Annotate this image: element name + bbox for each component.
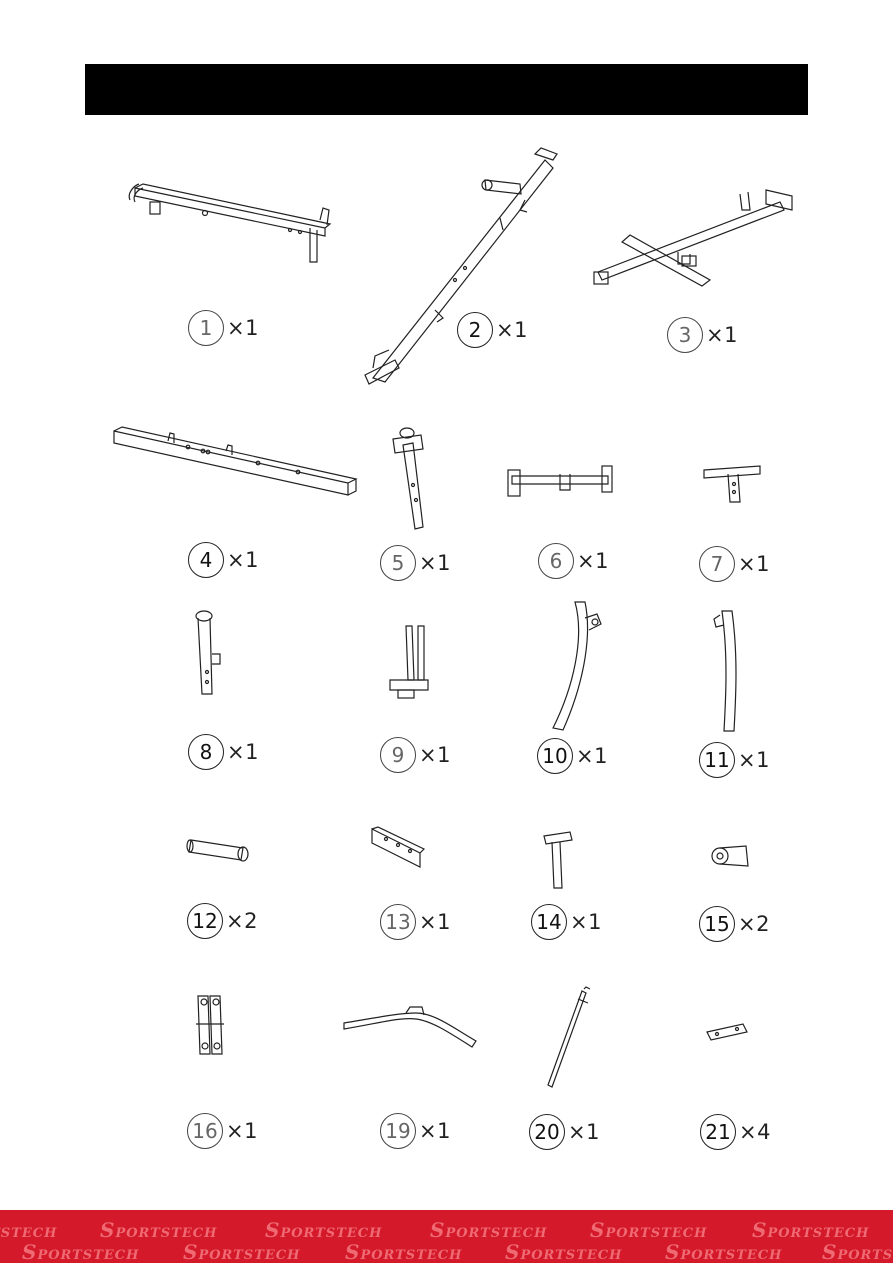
footer-brand-mark: SPORTSTECH	[665, 1240, 783, 1263]
part-number-7: 7	[699, 546, 735, 582]
part-label-11: 11 ×1	[699, 742, 770, 778]
footer-brand-mark: SPORTSTECH	[22, 1240, 140, 1263]
part-qty-4: ×1	[227, 548, 259, 572]
part-qty-21: ×4	[739, 1120, 771, 1144]
part-number-19: 19	[380, 1113, 416, 1149]
part-number-4: 4	[188, 542, 224, 578]
part-number-9: 9	[380, 737, 416, 773]
part-qty-12: ×2	[226, 909, 258, 933]
part-5-drawing	[385, 425, 440, 535]
part-number-12: 12	[187, 903, 223, 939]
part-label-6: 6 ×1	[538, 543, 609, 579]
part-16-drawing	[192, 990, 232, 1060]
part-qty-2: ×1	[496, 318, 528, 342]
part-10-drawing	[545, 598, 610, 733]
part-number-5: 5	[380, 545, 416, 581]
part-label-2: 2 ×1	[457, 312, 528, 348]
part-14-drawing	[540, 828, 580, 893]
part-qty-7: ×1	[738, 552, 770, 576]
part-9-drawing	[380, 620, 440, 700]
part-label-5: 5 ×1	[380, 545, 451, 581]
part-qty-14: ×1	[570, 910, 602, 934]
part-label-19: 19 ×1	[380, 1113, 451, 1149]
part-label-12: 12 ×2	[187, 903, 258, 939]
part-number-10: 10	[537, 738, 573, 774]
part-number-3: 3	[667, 317, 703, 353]
part-number-20: 20	[529, 1114, 565, 1150]
part-qty-8: ×1	[227, 740, 259, 764]
footer-brand-mark: SPORTSTECH	[752, 1218, 870, 1242]
part-4-drawing	[108, 425, 358, 500]
part-19-drawing	[340, 1005, 480, 1055]
part-qty-15: ×2	[738, 912, 770, 936]
part-qty-6: ×1	[577, 549, 609, 573]
part-2-drawing	[355, 147, 565, 390]
part-1-drawing	[125, 180, 340, 270]
part-label-9: 9 ×1	[380, 737, 451, 773]
part-number-2: 2	[457, 312, 493, 348]
part-6-drawing	[500, 462, 618, 502]
part-qty-16: ×1	[226, 1119, 258, 1143]
part-3-drawing	[590, 180, 800, 290]
footer-brand-mark: SPORTSTECH	[822, 1240, 893, 1263]
part-number-13: 13	[380, 904, 416, 940]
part-label-1: 1 ×1	[188, 310, 259, 346]
part-qty-20: ×1	[568, 1120, 600, 1144]
part-qty-9: ×1	[419, 743, 451, 767]
part-qty-13: ×1	[419, 910, 451, 934]
part-qty-1: ×1	[227, 316, 259, 340]
part-number-8: 8	[188, 734, 224, 770]
part-21-drawing	[703, 1020, 753, 1045]
part-qty-11: ×1	[738, 748, 770, 772]
part-11-drawing	[712, 605, 757, 735]
part-number-14: 14	[531, 904, 567, 940]
footer-brand-mark: SPORTSTECH	[430, 1218, 548, 1242]
part-label-7: 7 ×1	[699, 546, 770, 582]
part-20-drawing	[540, 985, 600, 1090]
footer-brand-mark: SPORTSTECH	[505, 1240, 623, 1263]
footer-brand-mark: SPORTSTECH	[0, 1226, 58, 1241]
part-number-15: 15	[699, 906, 735, 942]
part-number-21: 21	[700, 1114, 736, 1150]
footer-brand-mark: SPORTSTECH	[100, 1218, 218, 1242]
part-qty-3: ×1	[706, 323, 738, 347]
part-label-20: 20 ×1	[529, 1114, 600, 1150]
part-number-1: 1	[188, 310, 224, 346]
part-label-3: 3 ×1	[667, 317, 738, 353]
part-label-8: 8 ×1	[188, 734, 259, 770]
part-label-13: 13 ×1	[380, 904, 451, 940]
part-label-16: 16 ×1	[187, 1113, 258, 1149]
part-8-drawing	[190, 610, 225, 700]
part-label-4: 4 ×1	[188, 542, 259, 578]
part-15-drawing	[708, 842, 753, 872]
part-label-14: 14 ×1	[531, 904, 602, 940]
part-qty-5: ×1	[419, 551, 451, 575]
part-number-6: 6	[538, 543, 574, 579]
part-label-21: 21 ×4	[700, 1114, 771, 1150]
part-qty-19: ×1	[419, 1119, 451, 1143]
part-12-drawing	[185, 832, 255, 864]
footer-brand-mark: SPORTSTECH	[265, 1218, 383, 1242]
part-qty-10: ×1	[576, 744, 608, 768]
footer-brand-mark: SPORTSTECH	[345, 1240, 463, 1263]
part-number-16: 16	[187, 1113, 223, 1149]
part-label-15: 15 ×2	[699, 906, 770, 942]
part-number-11: 11	[699, 742, 735, 778]
footer-brand-mark: SPORTSTECH	[183, 1240, 301, 1263]
part-label-10: 10 ×1	[537, 738, 608, 774]
header-bar	[85, 64, 808, 115]
footer-brand-mark: SPORTSTECH	[590, 1218, 708, 1242]
footer-brand-band: SPORTSTECH SPORTSTECH SPORTSTECH SPORTST…	[0, 1210, 893, 1263]
part-7-drawing	[700, 462, 765, 507]
part-13-drawing	[368, 825, 426, 873]
